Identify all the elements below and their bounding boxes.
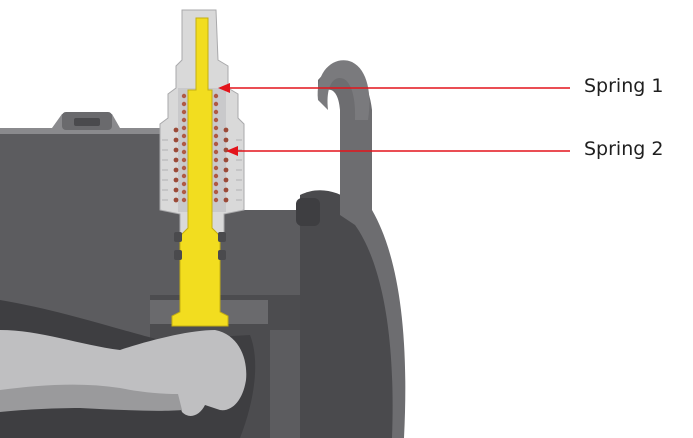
housing-ear — [317, 60, 370, 120]
screw-boss — [296, 198, 320, 226]
lever — [0, 330, 247, 416]
valve-stem — [171, 17, 229, 327]
stem-grooves — [174, 232, 226, 260]
spring-1-coils — [181, 93, 219, 203]
spring-2-coils — [173, 127, 229, 203]
lever-shadow — [0, 384, 182, 412]
housing-right-rim — [318, 67, 406, 438]
fitting-threads — [162, 139, 242, 201]
spring-2-label: Spring 2 — [584, 138, 664, 160]
spring-1-label: Spring 1 — [584, 75, 664, 97]
spring-2-arrowhead — [226, 146, 238, 156]
spring-1-arrowhead — [218, 83, 230, 93]
latch-slot — [74, 118, 100, 126]
